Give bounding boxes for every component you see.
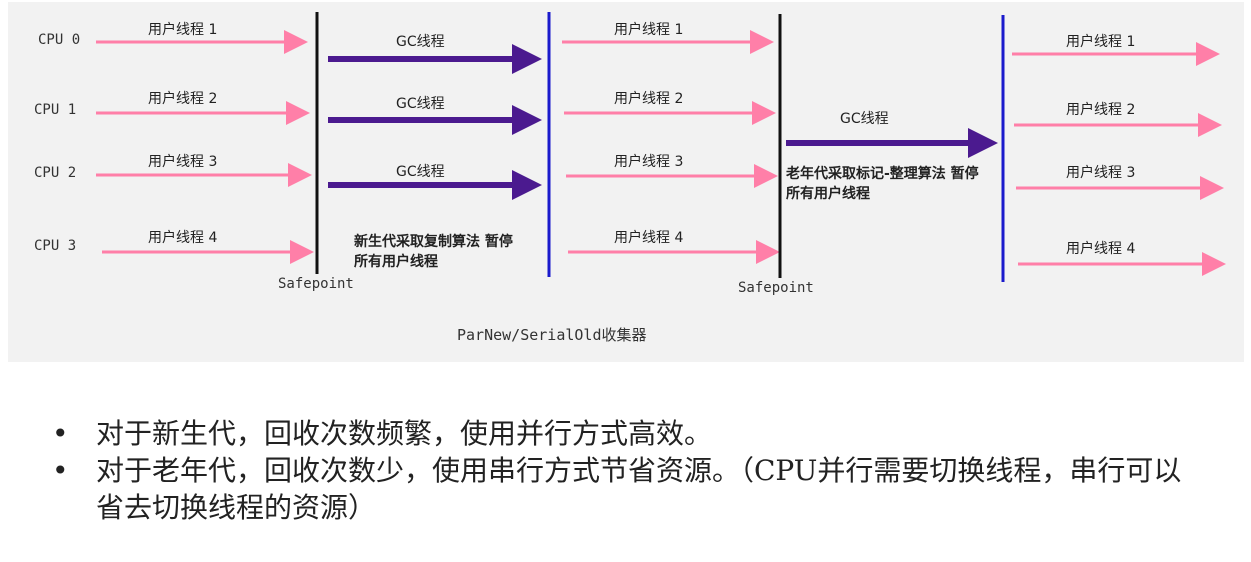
old-gen-note: 老年代采取标记-整理算法 暂停所有用户线程 bbox=[786, 166, 979, 202]
bullet-dot-icon: • bbox=[52, 417, 69, 450]
user-thread-label: 用户线程 1 bbox=[614, 22, 684, 38]
user-thread-label: 用户线程 1 bbox=[1066, 34, 1136, 50]
user-thread-label: 用户线程 4 bbox=[148, 230, 218, 246]
parnew-serialold-diagram: CPU 0 CPU 1 CPU 2 CPU 3 用户线程 1 用户线程 2 用户… bbox=[8, 2, 1244, 362]
cpu-label: CPU 3 bbox=[34, 238, 77, 254]
bullet-dot-icon: • bbox=[52, 454, 69, 487]
user-thread-label: 用户线程 2 bbox=[148, 91, 218, 107]
cpu-label: CPU 1 bbox=[34, 102, 77, 118]
gc-thread-label: GC线程 bbox=[396, 164, 445, 180]
gc-thread-label: GC线程 bbox=[396, 34, 445, 50]
user-thread-label: 用户线程 3 bbox=[1066, 165, 1136, 181]
diagram-caption: ParNew/SerialOld收集器 bbox=[457, 326, 647, 344]
user-thread-label: 用户线程 4 bbox=[1066, 241, 1136, 257]
young-gen-note: 新生代采取复制算法 暂停所有用户线程 bbox=[354, 234, 513, 270]
user-thread-label: 用户线程 1 bbox=[148, 22, 218, 38]
diagram-canvas bbox=[96, 12, 1226, 282]
user-thread-label: 用户线程 3 bbox=[148, 154, 218, 170]
gc-thread-label: GC线程 bbox=[840, 111, 889, 127]
user-thread-label: 用户线程 2 bbox=[1066, 102, 1136, 118]
bullet-list: • 对于新生代，回收次数频繁，使用并行方式高效。 • 对于老年代，回收次数少，使… bbox=[52, 415, 1202, 526]
user-thread-label: 用户线程 2 bbox=[614, 91, 684, 107]
bullet-item: • 对于老年代，回收次数少，使用串行方式节省资源。（CPU并行需要切换线程，串行… bbox=[52, 452, 1202, 526]
bullet-item: • 对于新生代，回收次数频繁，使用并行方式高效。 bbox=[52, 415, 1202, 452]
cpu-label: CPU 0 bbox=[38, 32, 81, 48]
safepoint-label: Safepoint bbox=[738, 280, 814, 296]
gc-thread-label: GC线程 bbox=[396, 96, 445, 112]
bullet-text: 对于老年代，回收次数少，使用串行方式节省资源。（CPU并行需要切换线程，串行可以… bbox=[96, 454, 1182, 524]
user-thread-label: 用户线程 4 bbox=[614, 230, 684, 246]
user-thread-label: 用户线程 3 bbox=[614, 154, 684, 170]
safepoint-label: Safepoint bbox=[278, 276, 354, 292]
cpu-label: CPU 2 bbox=[34, 165, 77, 181]
bullet-text: 对于新生代，回收次数频繁，使用并行方式高效。 bbox=[96, 417, 713, 450]
